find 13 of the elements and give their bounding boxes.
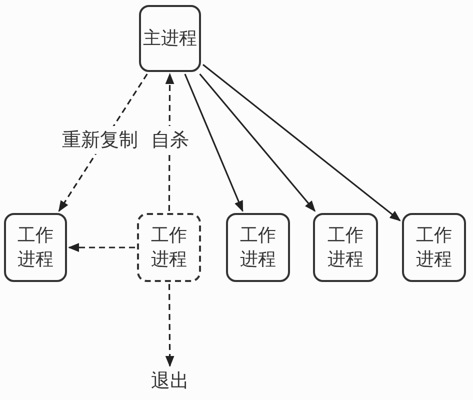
process-box: 工作进程 xyxy=(402,213,466,282)
process-box: 工作进程 xyxy=(226,213,290,282)
arrow xyxy=(165,284,174,368)
edge-label: 重新复制 xyxy=(60,126,140,154)
arrow xyxy=(199,73,316,212)
arrow xyxy=(184,74,244,212)
process-box: 工作进程 xyxy=(313,213,378,282)
process-box: 工作进程 xyxy=(4,213,67,282)
arrow xyxy=(68,243,135,252)
exit-label: 退出 xyxy=(150,368,190,394)
process-box: 工作进程 xyxy=(137,213,201,282)
process-box: 主进程 xyxy=(139,5,201,72)
arrow xyxy=(202,64,401,222)
